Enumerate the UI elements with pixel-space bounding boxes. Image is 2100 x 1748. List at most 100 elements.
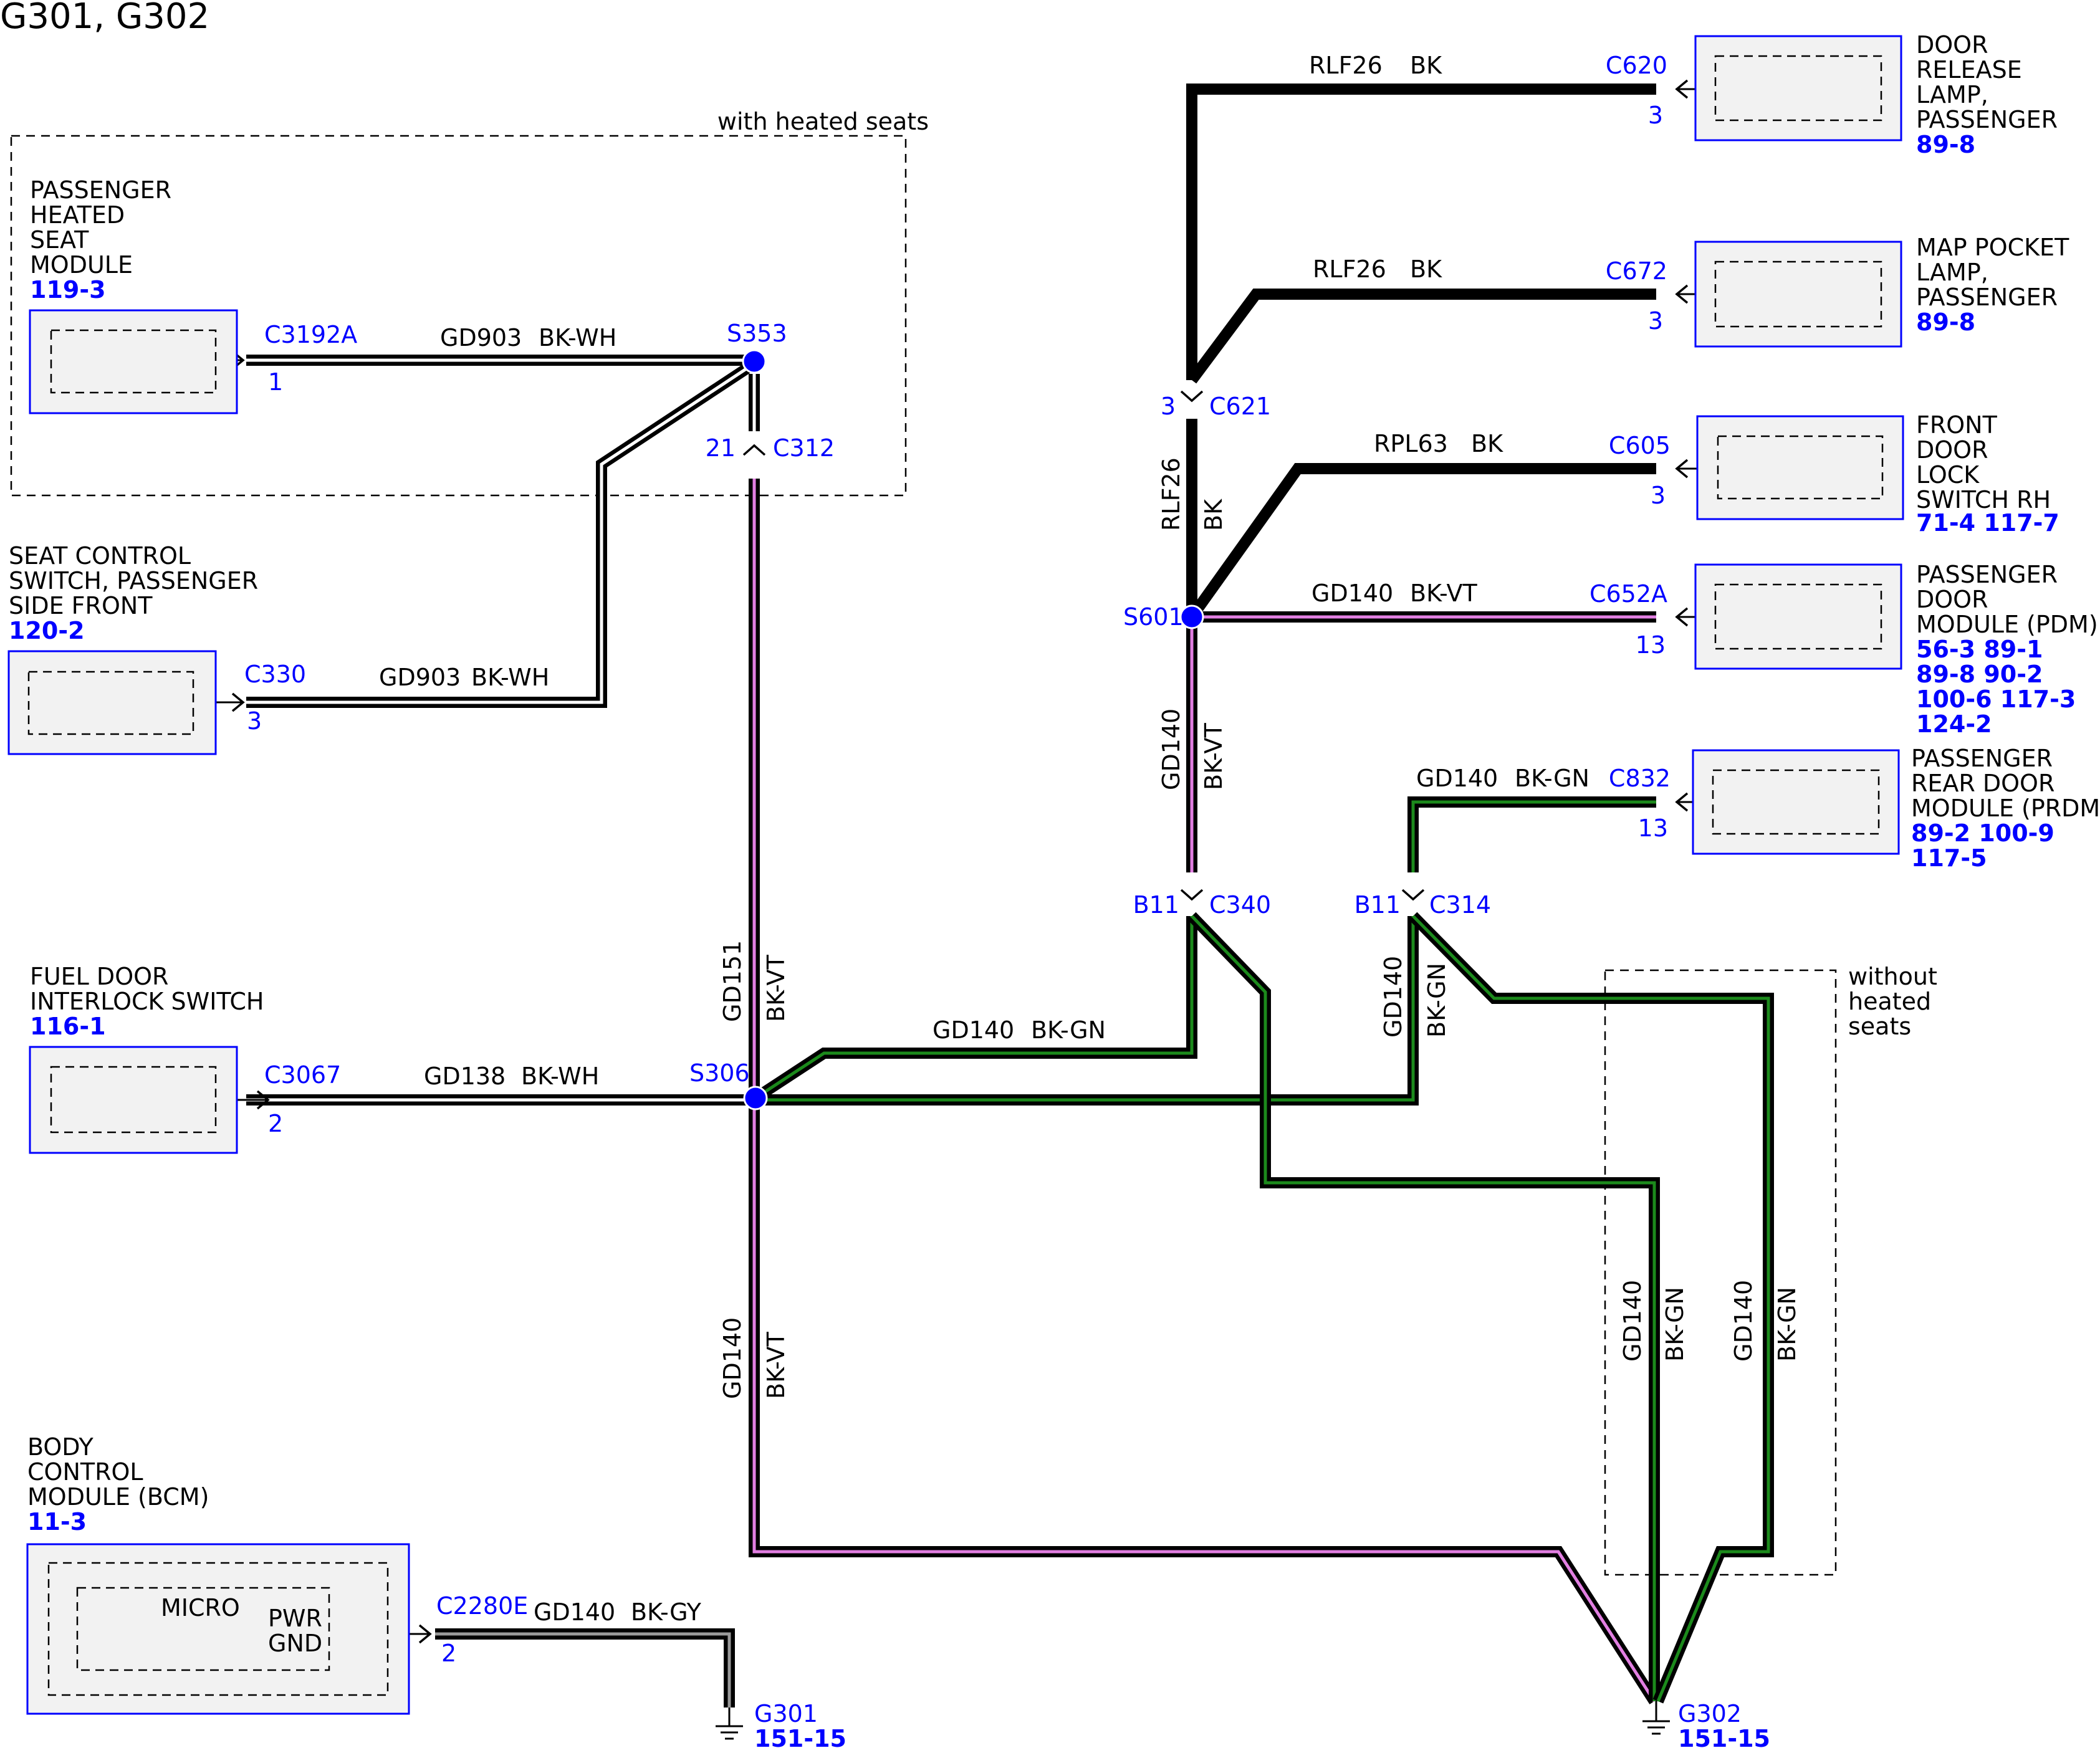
mpl-ref[interactable]: 89-8 (1916, 308, 1975, 336)
g301-label[interactable]: G301 (754, 1700, 818, 1727)
wc621s601-circuit: RLF26 (1158, 457, 1185, 531)
ws306c340-circuit: GD140 (933, 1016, 1014, 1044)
c832-label[interactable]: C832 (1609, 765, 1671, 792)
scs-ref[interactable]: 120-2 (9, 617, 85, 644)
heated-seats-zone-label: with heated seats (717, 108, 929, 135)
c330-pin: 3 (247, 707, 262, 735)
wbcm-circuit: GD140 (534, 1598, 615, 1626)
prdm-ref-1[interactable]: 89-2 100-9 (1911, 819, 2054, 847)
wc672-color: BK (1410, 256, 1442, 283)
prdm-ref-2[interactable]: 117-5 (1911, 844, 1987, 872)
fuel-ref[interactable]: 116-1 (30, 1013, 106, 1040)
c620-pin: 3 (1648, 102, 1663, 129)
wire-w-c314-down (755, 916, 1419, 1106)
pdm-ref-1[interactable]: 56-3 89-1 (1916, 636, 2043, 663)
ws601c340-circuit: GD140 (1158, 709, 1185, 790)
pdm-ref-2[interactable]: 89-8 90-2 (1916, 661, 2043, 688)
c621-label[interactable]: C621 (1209, 393, 1271, 420)
seat-control-switch: SEAT CONTROL SWITCH, PASSENGER SIDE FRON… (7, 542, 258, 755)
without-heated-zone-label-2: heated (1848, 988, 1931, 1015)
c312-label[interactable]: C312 (773, 434, 835, 462)
prdm-name-3: MODULE (PRDM) (1911, 795, 2100, 822)
wire-w-c672 (1187, 289, 1656, 384)
drl-ref[interactable]: 89-8 (1916, 131, 1975, 158)
s306-label[interactable]: S306 (689, 1059, 750, 1087)
ws306g302-circuit: GD140 (719, 1317, 746, 1399)
c3067-label[interactable]: C3067 (264, 1061, 341, 1089)
vertical-wire-labels: GD151 BK-VT GD140 BK-VT RLF26 BK GD140 B… (719, 457, 1801, 1399)
c605-label[interactable]: C605 (1609, 432, 1671, 459)
wc314-circuit: GD140 (1379, 956, 1407, 1038)
c340-label[interactable]: C340 (1209, 891, 1271, 919)
s601-label[interactable]: S601 (1123, 603, 1184, 631)
pdm-name-3: MODULE (PDM) (1916, 611, 2098, 638)
scs-name-2: SWITCH, PASSENGER (9, 567, 258, 595)
bcm-micro-label: MICRO (161, 1594, 240, 1621)
fuel-name-1: FUEL DOOR (30, 963, 168, 990)
pdm-name-1: PASSENGER (1916, 561, 2058, 588)
wire-stripe-w-s306-g302 (752, 1100, 1656, 1703)
c3192a-label[interactable]: C3192A (264, 321, 357, 348)
pdm-ref-4[interactable]: 124-2 (1916, 710, 1992, 738)
drl-name-4: PASSENGER (1916, 106, 2058, 133)
fuel-box (29, 1046, 238, 1154)
g301-ref[interactable]: 151-15 (754, 1725, 846, 1748)
ws306g302-color: BK-VT (762, 1332, 790, 1399)
c2280e-pin: 2 (441, 1640, 456, 1667)
wire-w-g302-b (1409, 912, 1774, 1704)
door-release-lamp-passenger: DOOR RELEASE LAMP, PASSENGER 89-8 (1694, 31, 2058, 158)
wc605-color: BK (1471, 430, 1503, 457)
ws306c340-color: BK-GN (1031, 1016, 1106, 1044)
c672-label[interactable]: C672 (1606, 257, 1667, 285)
g302-ref[interactable]: 151-15 (1678, 1725, 1770, 1748)
passenger-heated-seat-module: PASSENGER HEATED SEAT MODULE 119-3 (29, 176, 238, 414)
wc312s306-circuit: GD151 (719, 940, 746, 1022)
phsm-inner (50, 329, 217, 394)
s353-label[interactable]: S353 (727, 320, 787, 347)
w3192a-circuit: GD903 (440, 324, 522, 351)
c2280e-label[interactable]: C2280E (436, 1592, 528, 1620)
wg302b-color: BK-GN (1773, 1287, 1801, 1362)
c314-pin: B11 (1354, 891, 1401, 919)
pdm-ref-3[interactable]: 100-6 117-3 (1916, 685, 2076, 713)
w330-color: BK-WH (471, 664, 549, 691)
c312-pin: 21 (706, 434, 736, 462)
bcm-name-3: MODULE (BCM) (27, 1483, 209, 1511)
drl-box (1694, 35, 1902, 141)
c340-pin: B11 (1133, 891, 1179, 919)
wire-w-s306-c340 (752, 916, 1197, 1103)
g302-label[interactable]: G302 (1678, 1700, 1742, 1727)
mpl-name-3: PASSENGER (1916, 284, 2058, 311)
wire-stripe-w-c314-down (755, 916, 1415, 1102)
phsm-ref[interactable]: 119-3 (30, 276, 106, 303)
wc652a-circuit: GD140 (1311, 580, 1393, 607)
bcm-gnd-label: GND (268, 1630, 322, 1657)
pdm-name-2: DOOR (1916, 586, 1988, 613)
fdl-inner (1717, 435, 1884, 500)
splice-s306 (743, 1086, 768, 1110)
wire-stripe-w-g302-b (1412, 915, 1770, 1702)
c605-pin: 3 (1651, 482, 1666, 509)
wbcm-color: BK-GY (631, 1598, 702, 1626)
wc672-circuit: RLF26 (1313, 256, 1386, 283)
fdl-box (1696, 415, 1904, 520)
w330-circuit: GD903 (379, 664, 461, 691)
c620-label[interactable]: C620 (1606, 52, 1667, 79)
mpl-name-1: MAP POCKET (1916, 234, 2069, 261)
fdl-name-2: DOOR (1916, 436, 1988, 464)
wire-labels: GD903 BK-WH GD903 BK-WH GD138 BK-WH GD14… (379, 52, 1589, 1626)
wg302b-circuit: GD140 (1730, 1280, 1757, 1362)
ground-symbols (716, 1701, 1670, 1740)
bcm-ref[interactable]: 11-3 (27, 1508, 87, 1535)
c314-label[interactable]: C314 (1429, 891, 1491, 919)
passenger-rear-door-module: PASSENGER REAR DOOR MODULE (PRDM) 89-2 1… (1692, 745, 2100, 872)
fdl-ref[interactable]: 71-4 117-7 (1916, 509, 2059, 537)
c652a-label[interactable]: C652A (1589, 580, 1667, 608)
wc314-color: BK-GN (1423, 963, 1450, 1038)
prdm-name-1: PASSENGER (1911, 745, 2053, 772)
wire-w-s306-g302 (749, 1100, 1659, 1704)
c330-label[interactable]: C330 (244, 661, 306, 688)
without-heated-seats-zone (1604, 969, 1837, 1576)
wg302a-color: BK-GN (1661, 1287, 1689, 1362)
front-door-lock-switch-rh: FRONT DOOR LOCK SWITCH RH 71-4 117-7 (1696, 411, 2059, 537)
